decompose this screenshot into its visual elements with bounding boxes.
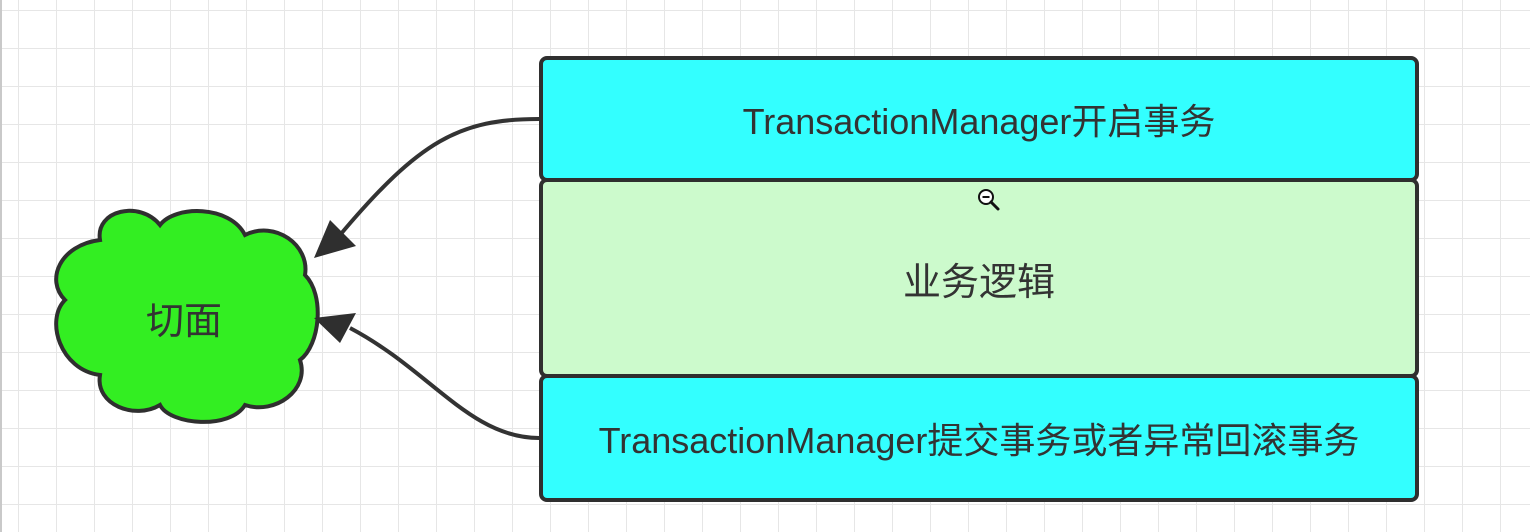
cloud-label: 切面 xyxy=(145,301,222,343)
transaction-commit-rollback-label: TransactionManager提交事务或者异常回滚事务 xyxy=(598,420,1360,461)
business-logic-label: 业务逻辑 xyxy=(902,261,1055,304)
canvas-left-border xyxy=(0,0,2,532)
arrowhead-top xyxy=(314,220,356,258)
arrowhead-bottom xyxy=(314,313,356,343)
connector-bottom-to-cloud xyxy=(349,326,540,440)
connector-top-to-cloud xyxy=(338,117,540,237)
cloud-shape[interactable] xyxy=(54,208,320,424)
transaction-begin-label: TransactionManager开启事务 xyxy=(742,101,1216,142)
zoom-in-icon xyxy=(978,189,1000,211)
transaction-begin-box[interactable]: TransactionManager开启事务 xyxy=(539,56,1419,182)
transaction-commit-rollback-box[interactable]: TransactionManager提交事务或者异常回滚事务 xyxy=(539,374,1419,502)
business-logic-box[interactable]: 业务逻辑 xyxy=(539,178,1419,378)
